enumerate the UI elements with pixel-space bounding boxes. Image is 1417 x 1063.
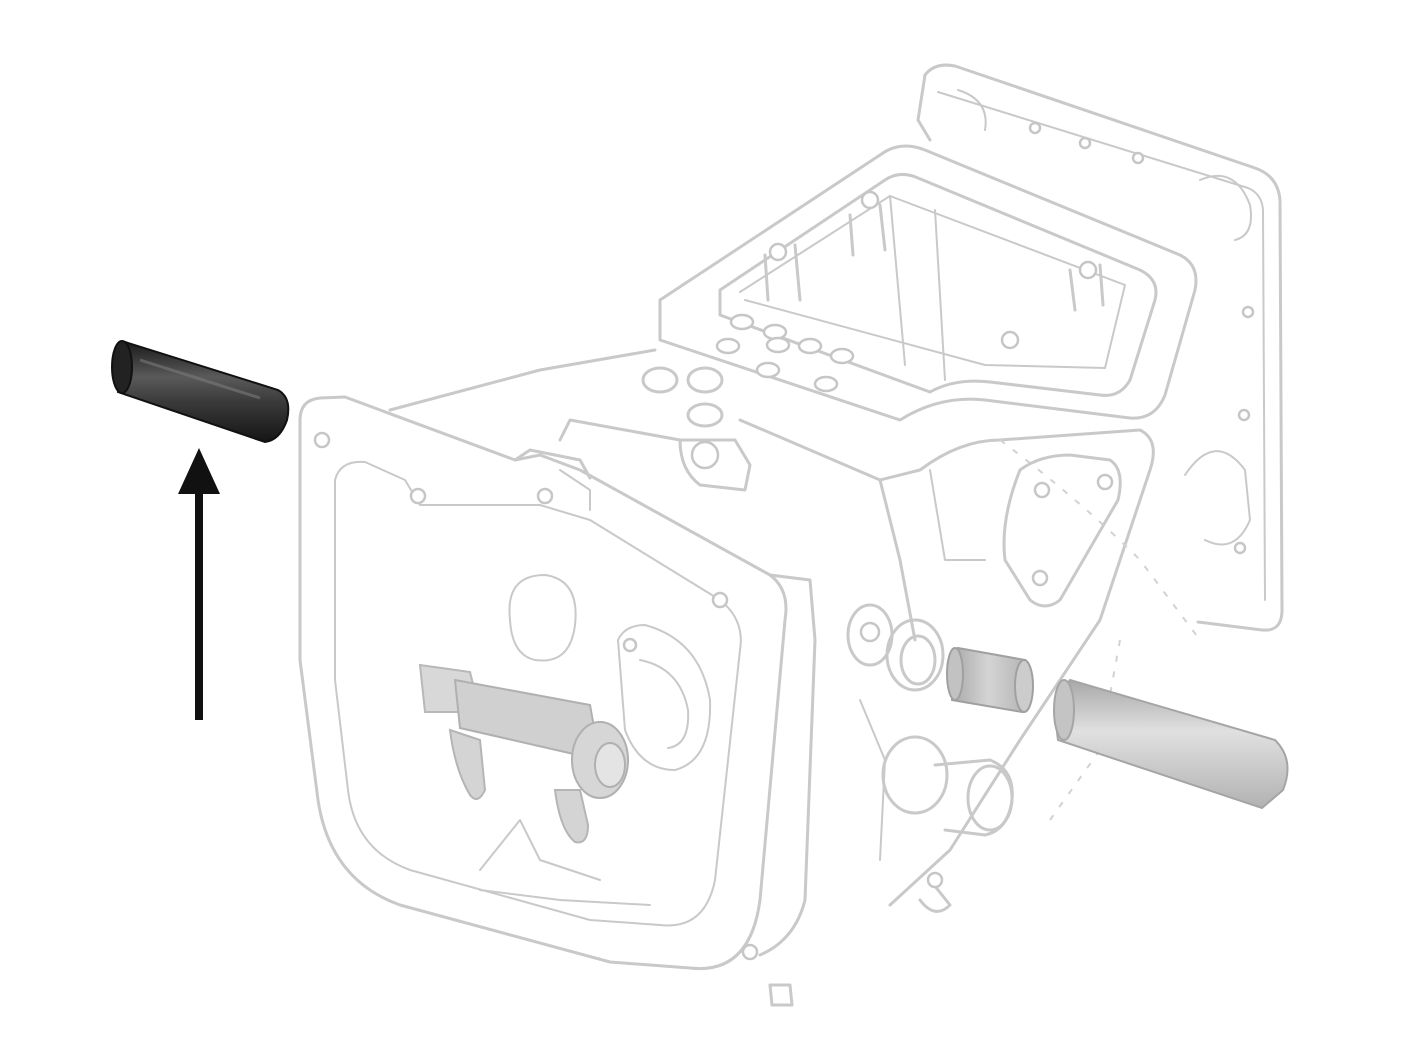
bushing-icon: [946, 646, 1034, 714]
shift-fork-icon: [418, 663, 629, 844]
dowel-pin-icon: [111, 340, 290, 444]
shaft-icon: [1053, 678, 1289, 810]
transmission-case-icon: [298, 63, 1284, 1007]
arrow-up-icon: [178, 448, 220, 720]
